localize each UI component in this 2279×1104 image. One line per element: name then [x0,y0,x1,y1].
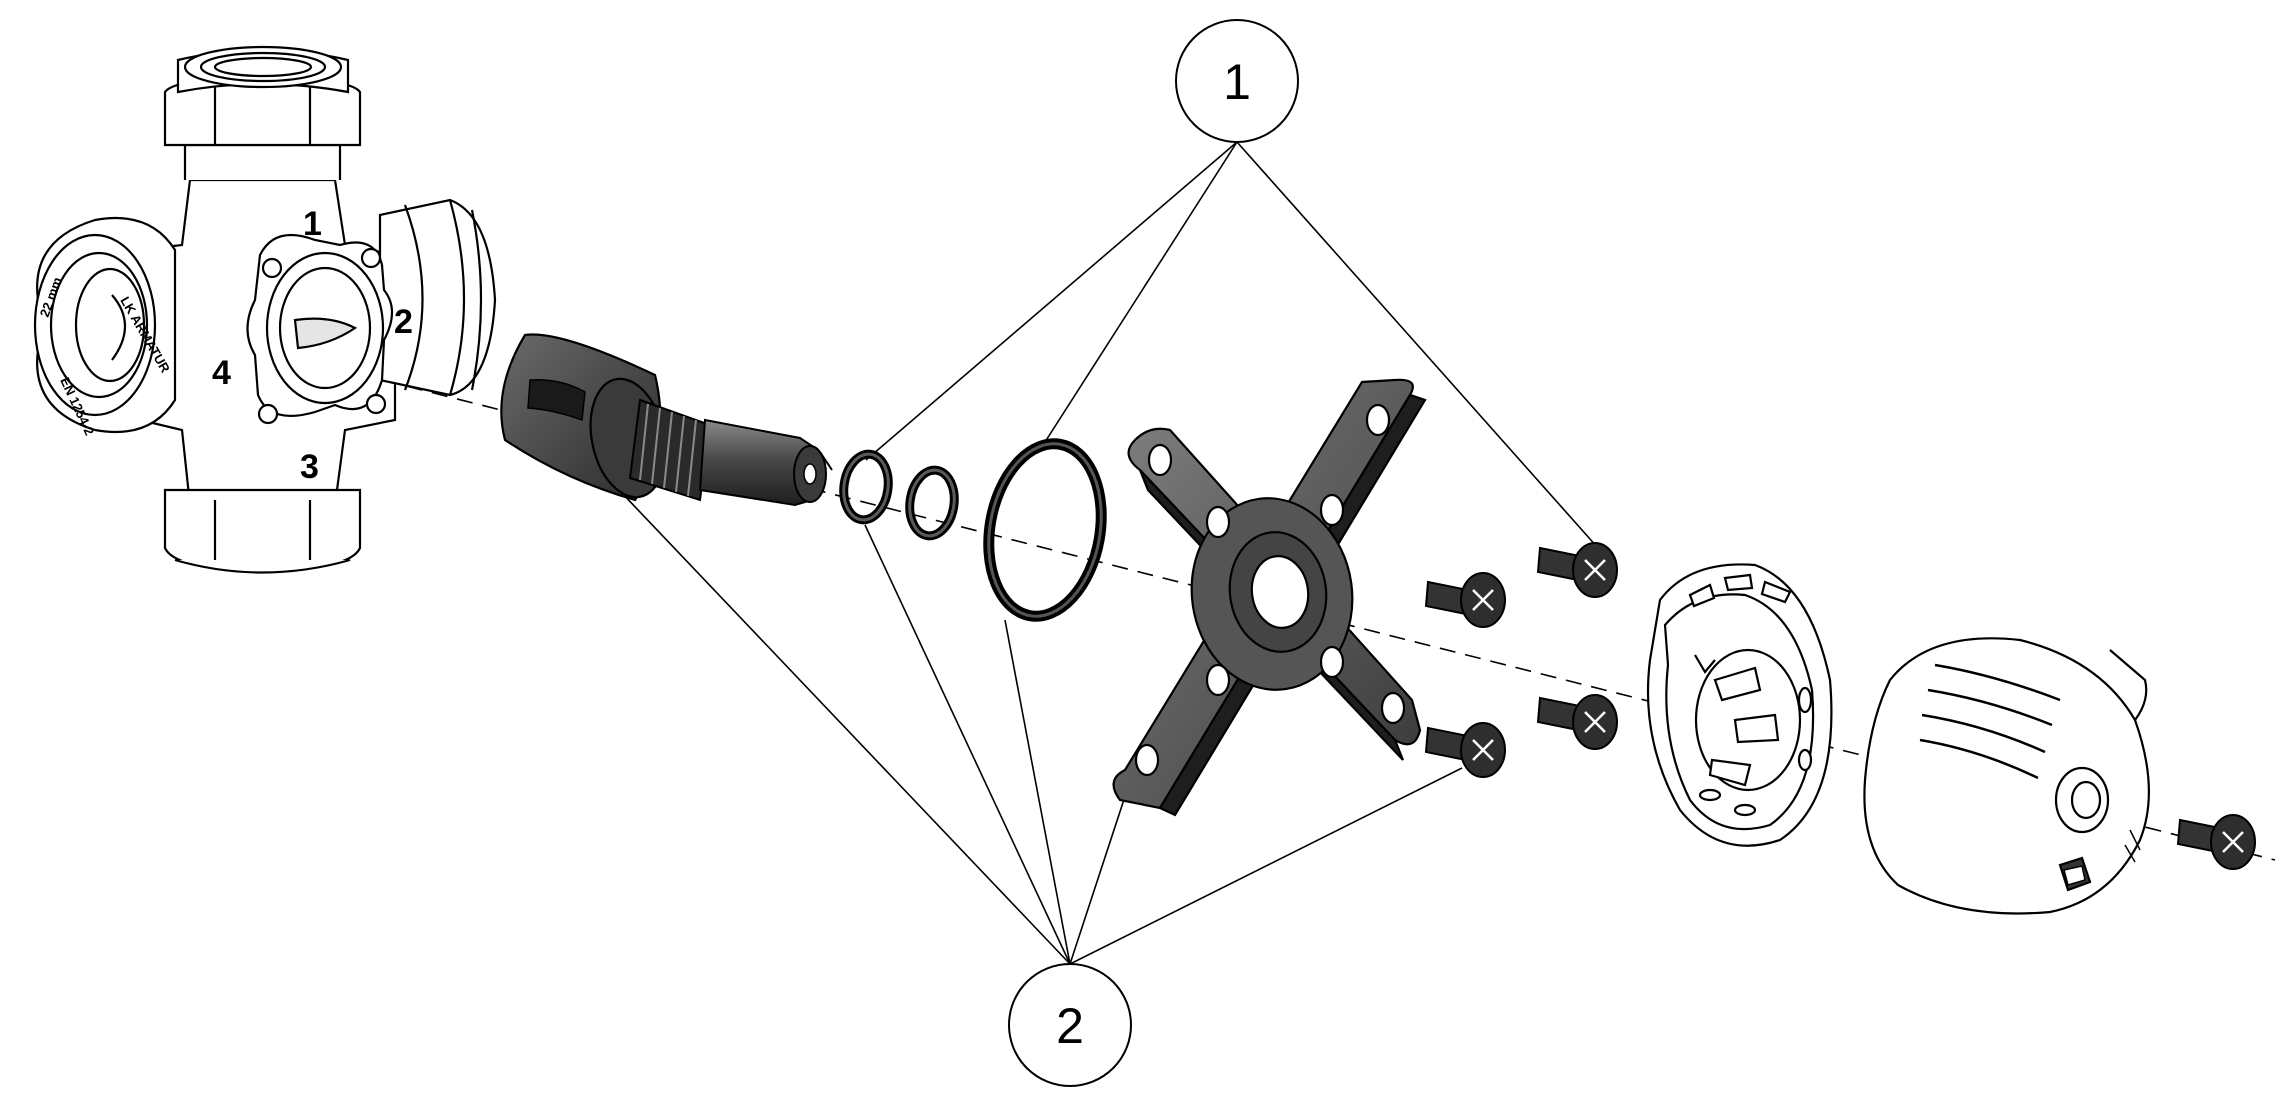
port-label-4: 4 [212,354,231,392]
cross-mounting-bracket [1112,378,1427,817]
port-label-3: 3 [300,448,319,486]
port-label-1: 1 [303,205,322,243]
o-ring-large [983,438,1107,622]
leader-lines-callout-1 [865,141,1599,549]
screw-mid-left [1424,572,1506,628]
four-way-valve-body [33,45,497,574]
screw-far-right [2176,814,2256,870]
o-ring-small-1 [839,449,893,525]
port-label-2: 2 [394,303,413,341]
callout-balloon-1: 1 [1175,19,1299,143]
spindle-insert [500,333,833,507]
screw-mid-right [1536,694,1618,750]
leader-lines-callout-2 [599,469,1463,965]
callout-balloon-2: 2 [1008,963,1132,1087]
screw-top-right [1536,542,1618,598]
screw-bottom-left [1424,722,1506,778]
callout-label-1: 1 [1223,54,1251,110]
o-ring-small-2 [905,465,959,541]
indicator-plate [1646,563,1833,847]
handle-knob [1863,637,2150,915]
callout-label-2: 2 [1056,998,1084,1054]
